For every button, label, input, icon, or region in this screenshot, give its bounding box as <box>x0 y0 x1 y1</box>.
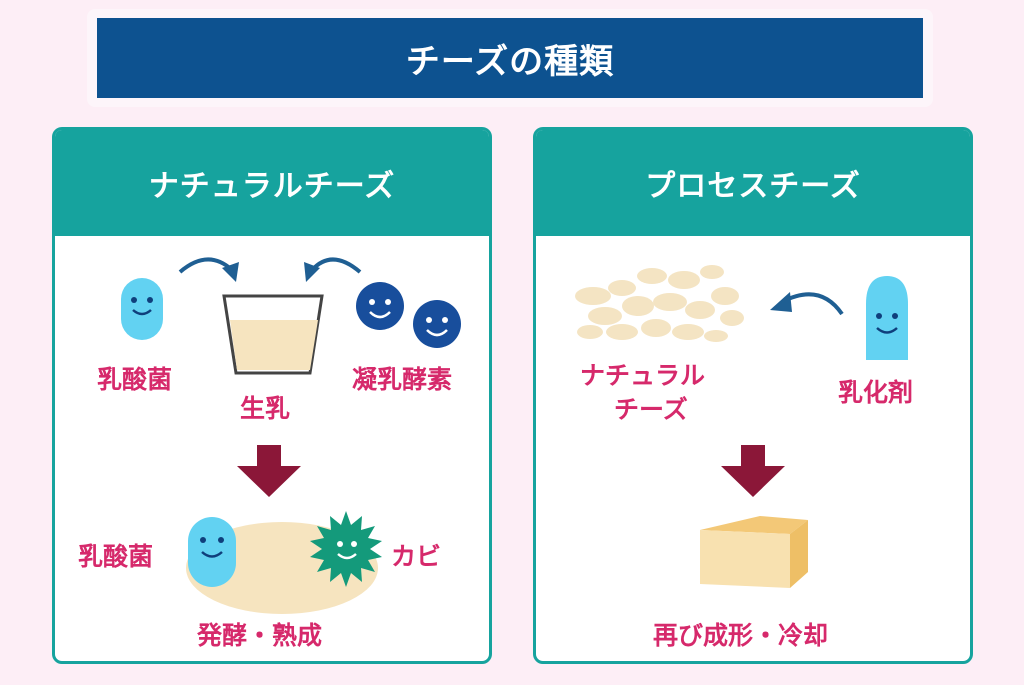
lactic-bacteria-label: 乳酸菌 <box>97 365 173 394</box>
lactic-bacteria-icon <box>188 517 236 587</box>
shredded-cheese-icon <box>575 265 744 342</box>
down-arrow-icon <box>721 445 785 497</box>
mold-icon <box>310 511 382 587</box>
down-arrow-icon <box>237 445 301 497</box>
processed-process-label: 再び成形・冷却 <box>653 621 829 650</box>
page-title: チーズの種類 <box>97 18 923 98</box>
emulsifier-label: 乳化剤 <box>838 378 914 407</box>
mold-label: カビ <box>391 542 442 571</box>
rennet-enzyme-icon <box>356 282 461 348</box>
natural-cheese-label-line1: ナチュラル <box>580 361 706 390</box>
natural-cheese-label-line2: チーズ <box>614 395 688 424</box>
curved-arrow-icon <box>304 257 362 282</box>
natural-cheese-panel: ナチュラルチーズ <box>52 127 492 664</box>
cheese-block-icon <box>700 516 808 588</box>
processed-cheese-heading: プロセスチーズ <box>536 130 970 236</box>
rennet-label: 凝乳酵素 <box>352 365 453 394</box>
curved-arrow-icon <box>178 257 239 282</box>
lactic-bacteria-label-bottom: 乳酸菌 <box>78 542 154 571</box>
raw-milk-label: 生乳 <box>240 394 291 423</box>
milk-cup-icon <box>222 294 324 375</box>
natural-process-label: 発酵・熟成 <box>197 621 323 650</box>
lactic-bacteria-icon <box>121 278 163 340</box>
emulsifier-icon <box>866 276 908 360</box>
curved-arrow-icon <box>770 292 844 316</box>
natural-cheese-heading: ナチュラルチーズ <box>55 130 489 236</box>
